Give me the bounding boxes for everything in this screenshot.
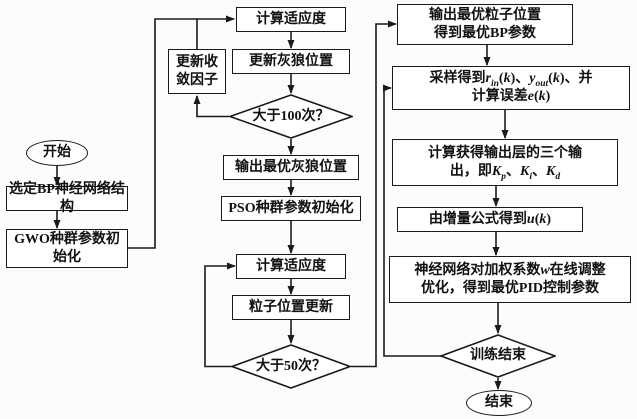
node-select-bp-label: 选定BP神经网络结构	[9, 181, 125, 215]
arrow-gt50-to-out-particle	[351, 20, 397, 368]
node-update-factor-label: 更新收敛因子	[176, 54, 218, 88]
node-particle-update-label: 粒子位置更新	[249, 299, 333, 315]
node-select-bp-structure: 选定BP神经网络结构	[6, 182, 128, 215]
arrow-gt50-loop-to-fitness2	[204, 262, 236, 368]
node-output-layer-k: 计算获得输出层的三个输出，即Kp、Ki、Kd	[392, 139, 618, 186]
node-increment-formula: 由增量公式得到u(k)	[397, 207, 583, 232]
node-fitness-gwo-label: 计算适应度	[256, 11, 326, 27]
node-nn-weight-adjust: 神经网络对加权系数w在线调整优化，得到最优PID控制参数	[389, 256, 631, 303]
node-gt50-decision: 大于50次？	[231, 344, 351, 389]
node-nn-weight-adjust-label: 神经网络对加权系数w在线调整优化，得到最优PID控制参数	[414, 262, 606, 296]
node-fitness-gwo: 计算适应度	[236, 7, 346, 32]
node-fitness-pso: 计算适应度	[236, 254, 346, 279]
node-end-label: 结束	[485, 395, 513, 411]
node-start-label: 开始	[43, 145, 71, 161]
node-increment-formula-label: 由增量公式得到u(k)	[428, 211, 552, 227]
node-start-terminal: 开始	[26, 140, 88, 166]
node-pso-init-label: PSO种群参数初始化	[228, 200, 354, 216]
arrow-gt100-to-update-factor	[193, 95, 229, 118]
node-gwo-init: GWO种群参数初始化	[6, 229, 128, 268]
diamond-shape	[231, 344, 351, 389]
arrow-gwo-init-to-fitness1	[128, 15, 235, 249]
node-update-wolf-position: 更新灰狼位置	[232, 49, 350, 74]
node-sampling-error-label: 采样得到rin(k)、yout(k)、并计算误差e(k)	[429, 71, 593, 104]
node-sampling-error: 采样得到rin(k)、yout(k)、并计算误差e(k)	[392, 66, 630, 110]
arrow-train-end-loop-to-sampling	[383, 84, 441, 357]
node-train-end-decision: 训练结束	[440, 334, 556, 378]
node-gt100-label: 大于100次？	[252, 108, 330, 124]
node-update-convergence-factor: 更新收敛因子	[168, 49, 226, 94]
node-gt50-label: 大于50次？	[256, 358, 326, 374]
node-train-end-label: 训练结束	[470, 348, 526, 364]
node-output-layer-k-label: 计算获得输出层的三个输出，即Kp、Ki、Kd	[428, 145, 582, 182]
node-pso-init: PSO种群参数初始化	[221, 196, 361, 221]
node-output-best-wolf-label: 输出最优灰狼位置	[235, 159, 347, 175]
node-fitness-pso-label: 计算适应度	[256, 258, 326, 274]
node-update-wolf-label: 更新灰狼位置	[249, 53, 333, 69]
node-gwo-init-label: GWO种群参数初始化	[14, 231, 120, 265]
diamond-shape	[440, 334, 556, 378]
diamond-shape	[229, 94, 353, 139]
node-gt100-decision: 大于100次？	[229, 94, 353, 139]
node-output-best-particle-label: 输出最优粒子位置得到最优BP参数	[429, 7, 541, 41]
node-output-best-particle: 输出最优粒子位置得到最优BP参数	[397, 4, 573, 45]
node-particle-update: 粒子位置更新	[232, 295, 350, 320]
node-output-best-wolf: 输出最优灰狼位置	[223, 155, 359, 180]
node-end-terminal: 结束	[466, 390, 532, 416]
